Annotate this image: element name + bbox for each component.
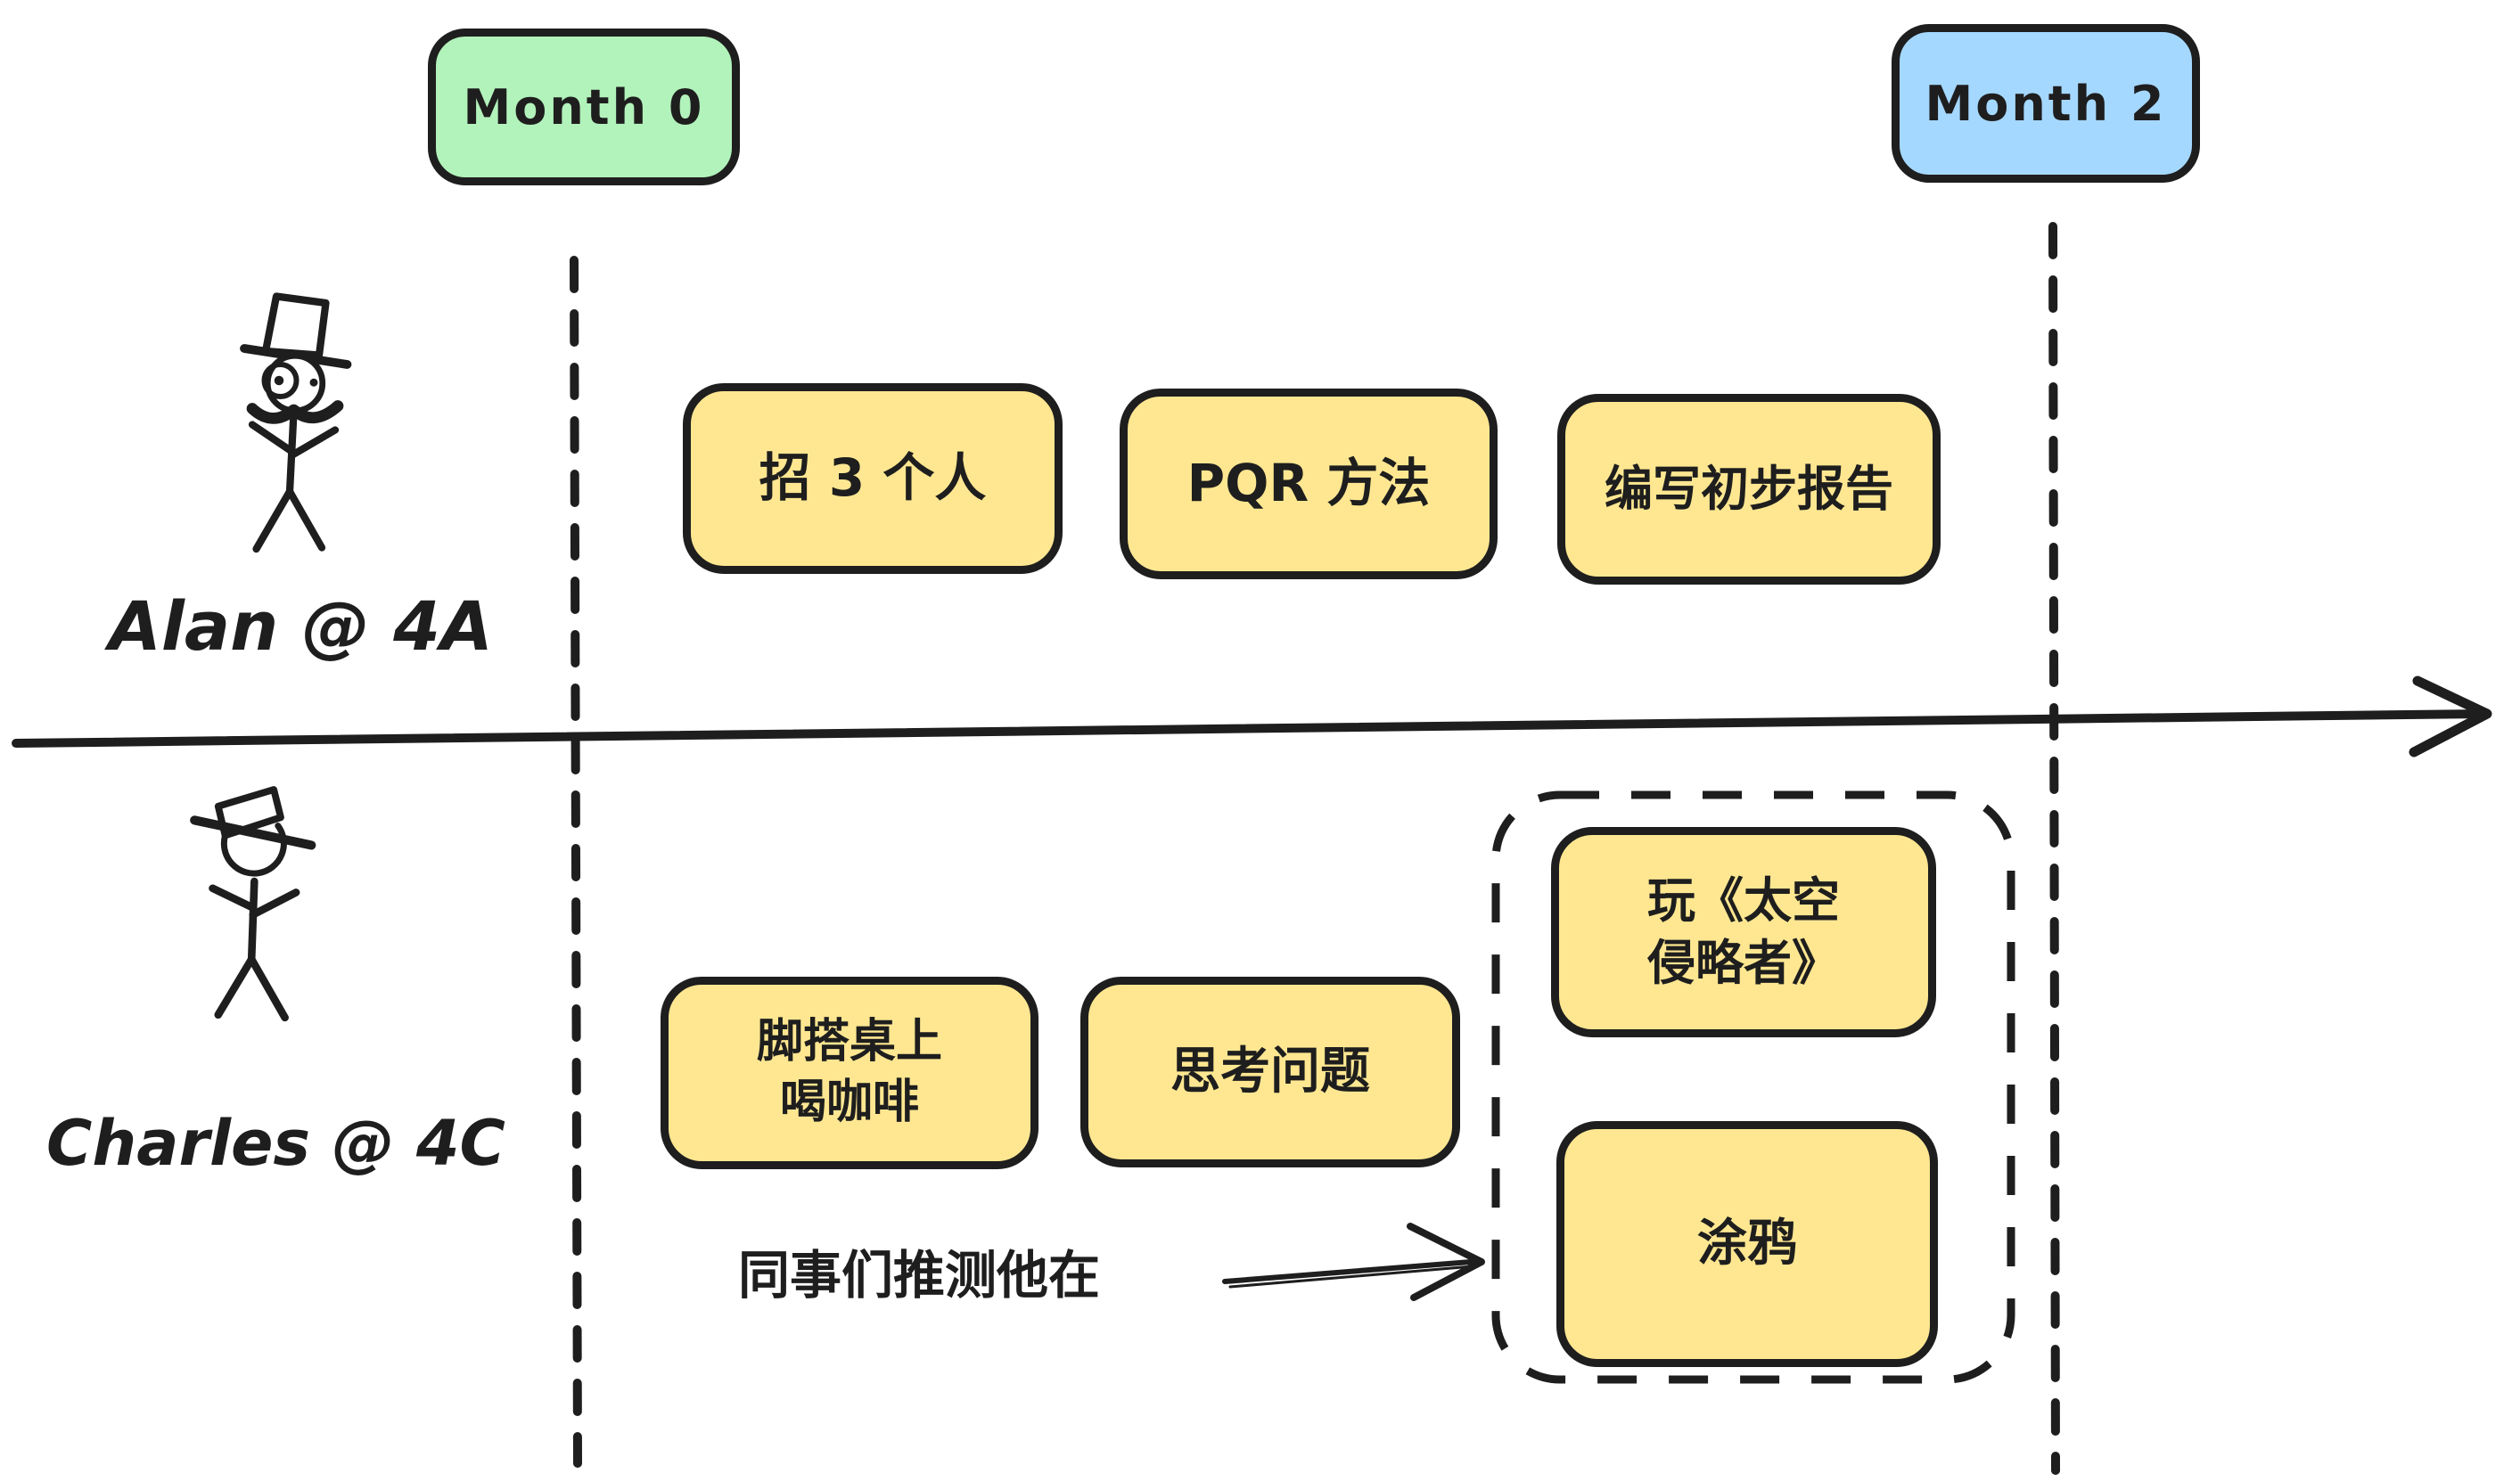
month2-dashed-line	[2048, 222, 2060, 1475]
month2-badge-label: Month 2	[1925, 75, 2167, 132]
month0-badge-label: Month 0	[463, 78, 705, 135]
task-label-line1: 脚搭桌上	[756, 1015, 942, 1069]
charles-lane-label: Charles @ 4C	[46, 1107, 505, 1180]
task-label: 招 3 个人	[759, 447, 987, 509]
alan-top-hat-stick-figure-icon	[240, 292, 352, 553]
task-label: 编写初步报告	[1605, 460, 1893, 517]
speculation-container-border	[1491, 790, 2015, 1384]
task-label-line2: 喝咖啡	[779, 1076, 919, 1129]
task-label: 思考问题	[1170, 1042, 1370, 1101]
task-box-doodle: 涂鸦	[1556, 1121, 1938, 1367]
timeline-axis-arrow	[12, 675, 2492, 757]
month0-badge: Month 0	[428, 29, 740, 185]
colleagues-speculation-annotation: 同事们推测他在	[738, 1245, 1101, 1306]
alan-lane-label: Alan @ 4A	[109, 586, 493, 666]
annotation-arrow	[1222, 1223, 1485, 1301]
month2-badge: Month 2	[1892, 24, 2200, 183]
task-label: 涂鸦	[1697, 1214, 1797, 1273]
task-box-play-space-invaders: 玩《太空 侵略者》	[1551, 827, 1936, 1037]
task-box-hire-3-people: 招 3 个人	[683, 383, 1063, 574]
task-box-feet-on-desk-coffee: 脚搭桌上 喝咖啡	[661, 977, 1038, 1169]
task-label-line1: 玩《太空	[1647, 872, 1840, 929]
task-box-pqr-method: PQR 方法	[1120, 389, 1498, 579]
task-box-write-preliminary-report: 编写初步报告	[1557, 394, 1941, 585]
task-label-line2: 侵略者》	[1647, 935, 1840, 991]
task-box-think-about-problems: 思考问题	[1080, 977, 1460, 1167]
charles-boater-hat-stick-figure-icon	[190, 786, 316, 1022]
month0-dashed-line	[570, 256, 582, 1468]
task-label: PQR 方法	[1186, 453, 1431, 514]
